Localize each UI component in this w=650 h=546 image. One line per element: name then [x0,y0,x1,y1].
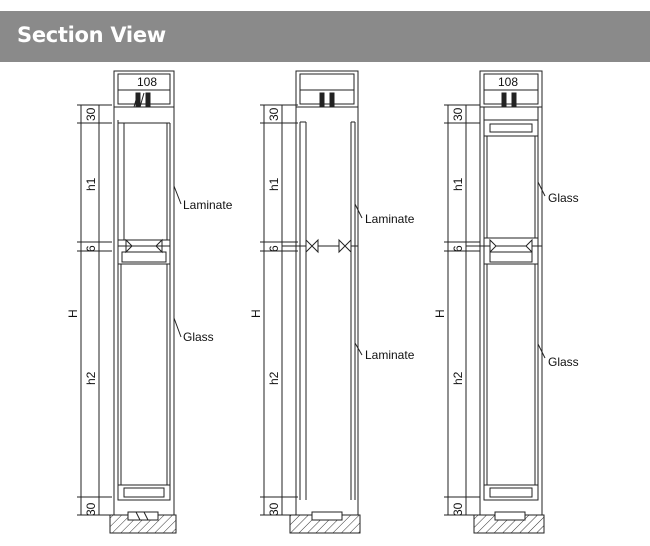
dim-divider: 6 [267,245,281,252]
dim-top: 30 [267,107,281,121]
dim-total: H [66,309,80,318]
section-3-labels: 108 30 h1 6 H h2 30 Glass Glass [433,75,579,516]
frame-width-label: 108 [498,75,518,89]
dim-top: 30 [84,107,98,121]
panel-label-lower: Glass [548,355,579,369]
dim-divider: 6 [451,245,465,252]
section-drawings: 108 30 h1 6 H h2 30 Laminate Glass [66,70,579,534]
section-2 [260,70,363,534]
dim-total: H [249,309,263,318]
panel-label-lower: Laminate [365,348,415,362]
page-title: Section View [17,23,166,47]
dim-divider: 6 [84,245,98,252]
panel-label-lower: Glass [183,330,214,344]
header-bar: Section View [0,11,650,62]
dim-upper: h1 [451,177,465,191]
dim-lower: h2 [451,371,465,385]
panel-label-upper: Laminate [365,212,415,226]
dim-lower: h2 [267,371,281,385]
section-1 [77,70,182,534]
dim-top: 30 [451,107,465,121]
dim-upper: h1 [267,177,281,191]
dim-upper: h1 [84,177,98,191]
frame-width-label: 108 [137,75,157,89]
section-3 [444,70,546,534]
dim-lower: h2 [84,371,98,385]
dim-bottom: 30 [267,502,281,516]
dim-bottom: 30 [451,502,465,516]
dim-bottom: 30 [84,502,98,516]
top-margin [0,0,650,11]
section-2-labels: 30 h1 6 H h2 30 Laminate Laminate [249,107,415,516]
panel-label-upper: Laminate [183,198,233,212]
dim-total: H [433,309,447,318]
section-1-labels: 108 30 h1 6 H h2 30 Laminate Glass [66,75,233,516]
panel-label-upper: Glass [548,191,579,205]
